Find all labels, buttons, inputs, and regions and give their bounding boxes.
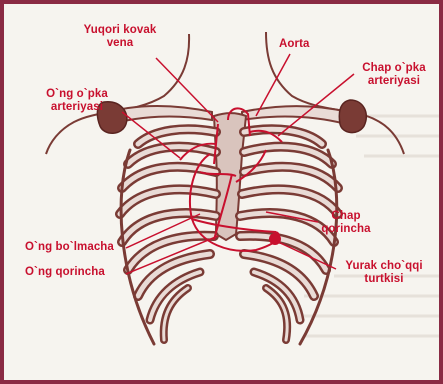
label-right-pulmonary-artery: O`ng o`pka arteriyasi	[32, 88, 122, 114]
label-aorta: Aorta	[279, 38, 310, 51]
label-right-ventricle: O`ng qorincha	[25, 266, 105, 279]
label-apex-beat: Yurak cho`qqi turtkisi	[336, 260, 432, 286]
right-ribs	[240, 129, 338, 344]
label-left-pulmonary-artery: Chap o`pka arteriyasi	[350, 62, 438, 88]
ribcage-heart-diagram	[4, 4, 443, 384]
label-right-atrium: O`ng bo`lmacha	[25, 241, 114, 254]
label-left-ventricle: Chap qorincha	[314, 210, 378, 236]
label-superior-vena-cava: Yuqori kovak vena	[66, 24, 174, 50]
